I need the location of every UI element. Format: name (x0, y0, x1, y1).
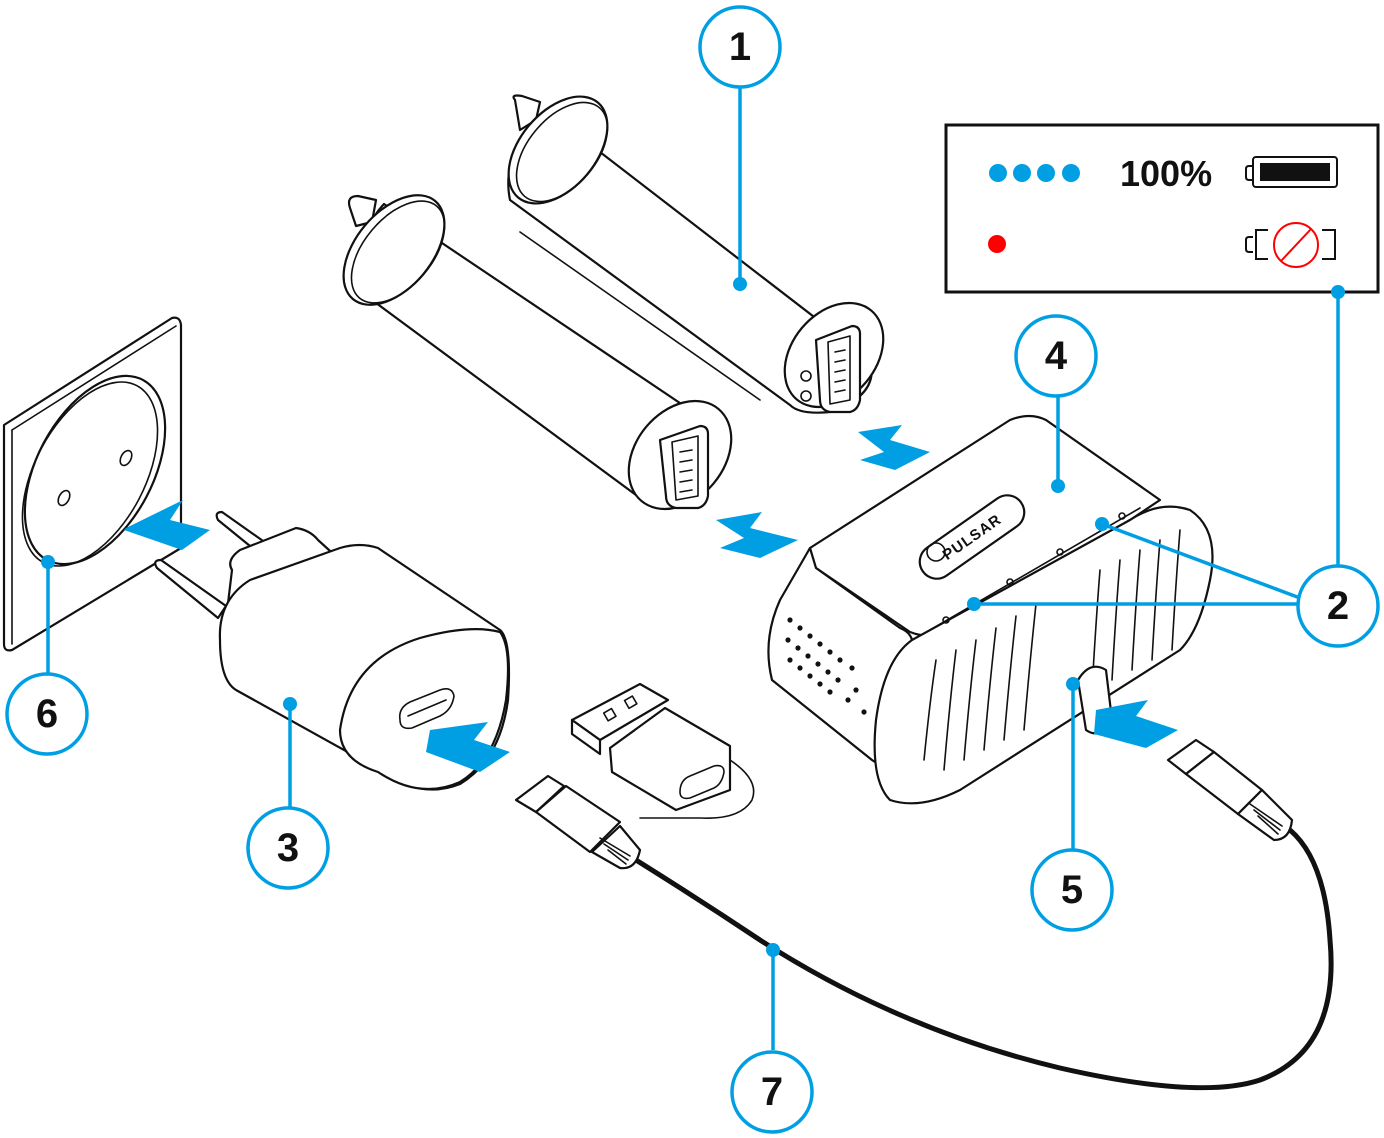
callout-4: 4 (1014, 314, 1098, 398)
battery-full-icon (1245, 156, 1338, 188)
insert-arrow-icon (426, 722, 510, 772)
callout-1: 1 (698, 5, 782, 89)
insert-arrow-icon (124, 500, 210, 550)
led-dot-icon (1037, 164, 1055, 182)
led-dot-icon (1013, 164, 1031, 182)
speaker-grille (785, 617, 867, 715)
callout-7: 7 (730, 1050, 814, 1134)
callout-5: 5 (1030, 848, 1114, 932)
callout-number: 6 (36, 692, 58, 736)
legend-row-full: 100% (989, 153, 1338, 194)
legend-row-error (988, 222, 1336, 268)
charger-unit: PULSAR (767, 414, 1214, 805)
callout-number: 5 (1061, 868, 1083, 912)
led-dot-icon (989, 164, 1007, 182)
battery-error-icon (1245, 222, 1336, 268)
charge-indicator-legend: 100% (944, 123, 1380, 294)
callout-number: 3 (277, 826, 299, 870)
insert-arrow-icon (858, 425, 930, 470)
callout-2: 2 (1296, 564, 1380, 648)
wall-socket (2, 316, 183, 652)
callout-6: 6 (5, 672, 89, 756)
cooling-fins (923, 529, 1181, 771)
callout-number: 2 (1327, 584, 1349, 628)
usb-cable (514, 738, 1334, 1091)
callout-number: 4 (1045, 334, 1068, 378)
usb-adapter (570, 682, 755, 819)
insert-arrow-icon (716, 512, 798, 558)
battery (507, 94, 885, 414)
charge-level-text: 100% (1120, 153, 1212, 194)
callout-3: 3 (246, 806, 330, 890)
insert-arrow-icon (1094, 700, 1178, 748)
led-dot-icon (988, 235, 1006, 253)
callout-number: 7 (761, 1070, 783, 1114)
led-dot-icon (1062, 164, 1080, 182)
callout-number: 1 (729, 25, 751, 69)
battery (342, 194, 733, 511)
callout-leaders (41, 86, 1345, 1050)
